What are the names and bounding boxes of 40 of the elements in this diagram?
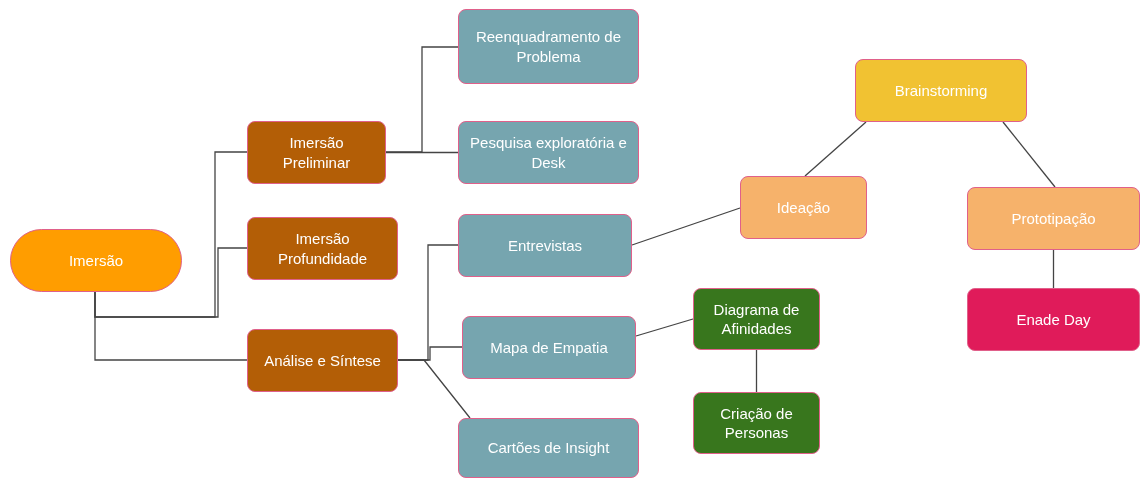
node-label: Imersão xyxy=(68,250,124,271)
node-label: Ideação xyxy=(776,197,831,218)
node-label: Entrevistas xyxy=(507,235,583,256)
process-box xyxy=(458,418,639,478)
process-box xyxy=(693,288,820,350)
connector-line xyxy=(397,359,471,419)
node-label: Análise e Síntese xyxy=(264,350,381,371)
node-label: Diagrama de Afinidades xyxy=(712,299,801,339)
node-label: Mapa de Empatia xyxy=(490,337,608,358)
connector-line xyxy=(635,318,694,337)
node-label: Brainstorming xyxy=(894,80,988,101)
process-box xyxy=(967,288,1140,351)
connector-line xyxy=(755,349,758,393)
process-box xyxy=(855,59,1027,122)
node-label: Criação de Personas xyxy=(719,403,794,443)
process-box xyxy=(247,329,398,392)
connector-line xyxy=(94,291,248,361)
node-label: Imersão Profundidade xyxy=(276,229,369,268)
process-box xyxy=(458,214,632,277)
node-label: Imersão Preliminar xyxy=(281,133,352,172)
node-label: Prototipação xyxy=(1011,208,1096,229)
connector-line xyxy=(804,121,867,177)
connector-line xyxy=(94,247,248,318)
connector-line xyxy=(385,46,459,153)
process-box xyxy=(458,121,639,184)
node-label: Pesquisa exploratória e Desk xyxy=(469,133,628,172)
process-box xyxy=(247,121,386,184)
connector-line xyxy=(385,151,459,154)
connector-line xyxy=(1052,249,1055,289)
process-box xyxy=(458,9,639,84)
node-label: Enade Day xyxy=(1016,309,1091,330)
process-box xyxy=(693,392,820,454)
connector-line xyxy=(1002,121,1056,188)
connector-line xyxy=(631,207,741,246)
process-box xyxy=(462,316,636,379)
node-label: Reenquadramento de Problema xyxy=(474,27,623,66)
process-box xyxy=(247,217,398,280)
process-box xyxy=(740,176,867,239)
node-label: Cartões de Insight xyxy=(487,438,610,458)
process-box xyxy=(967,187,1140,250)
